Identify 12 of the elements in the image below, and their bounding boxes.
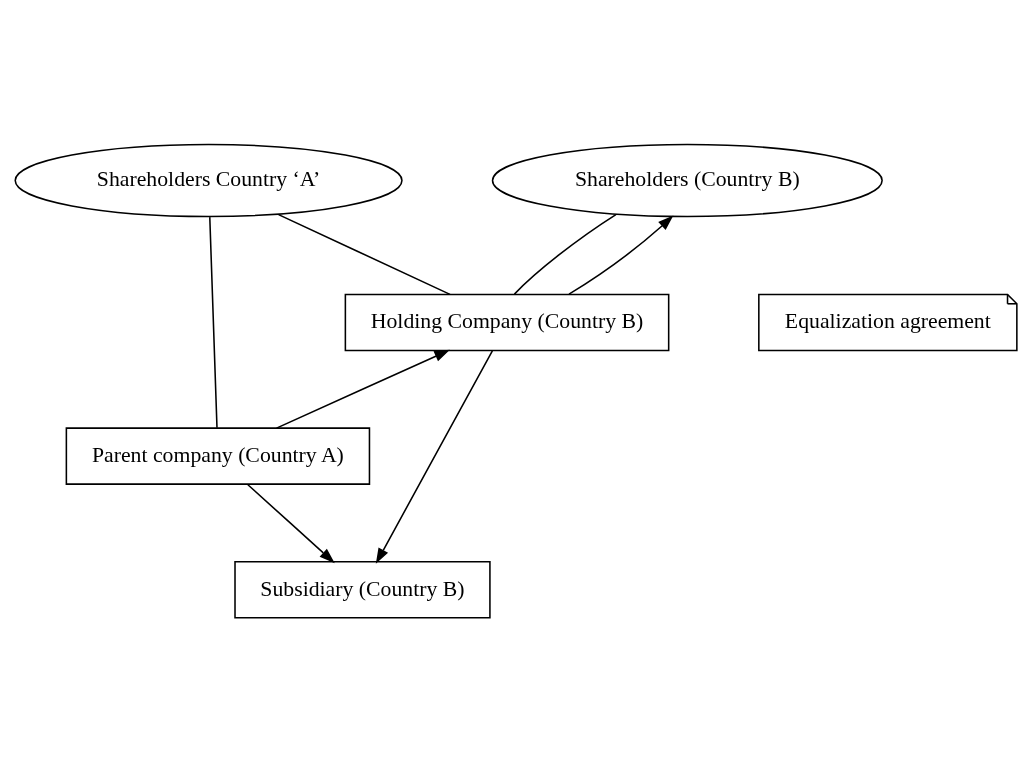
arrow xyxy=(247,483,335,563)
node-box: Holding Company (Country B) xyxy=(344,293,670,351)
node-box: Parent company (Country A) xyxy=(65,426,371,485)
arrow xyxy=(568,215,674,295)
connector xyxy=(277,213,451,295)
connector xyxy=(209,215,218,429)
arrow xyxy=(375,349,494,564)
node-ellipse: Shareholders Country ‘A’ xyxy=(14,143,403,217)
arrow xyxy=(275,349,450,429)
node-box: Subsidiary (Country B) xyxy=(234,560,491,619)
connector xyxy=(513,213,617,295)
node-ellipse: Shareholders (Country B) xyxy=(491,143,883,217)
